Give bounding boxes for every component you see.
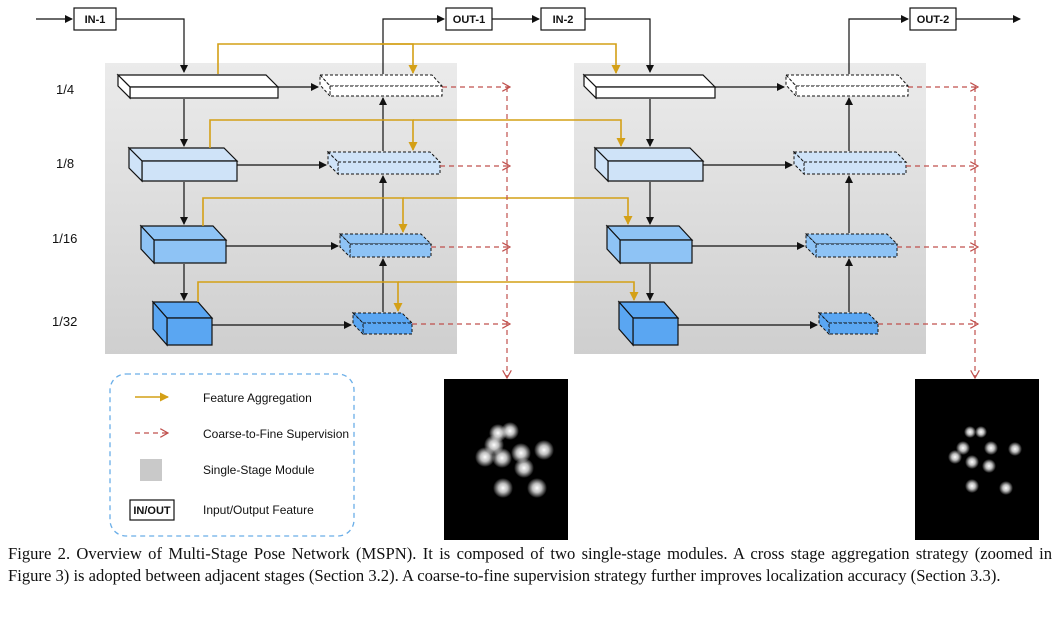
in-1-label: IN-1 — [85, 14, 106, 26]
stage-1-encoder-1-16 — [139, 224, 228, 265]
heatmap-stage-2 — [915, 379, 1039, 540]
stage-1-decoder-1-8 — [326, 150, 442, 176]
out-1-label: OUT-1 — [453, 14, 485, 26]
out-1-box: OUT-1 — [445, 7, 493, 31]
stage-1-flow-arrows — [180, 83, 387, 329]
io-flow-arrows — [36, 15, 1021, 74]
scale-label-1-8: 1/8 — [56, 156, 74, 171]
stage-2-encoder-1-32 — [617, 300, 680, 347]
legend-io-label: Input/Output Feature — [203, 503, 314, 517]
feature-aggregation-arrows — [197, 43, 639, 312]
stage-2-encoder-1-16 — [605, 224, 694, 265]
out-2-label: OUT-2 — [917, 14, 949, 26]
figure-caption: Figure 2. Overview of Multi-Stage Pose N… — [8, 544, 1052, 585]
legend: Feature Aggregation Coarse-to-Fine Super… — [109, 373, 355, 537]
stage-2-flow-arrows — [646, 83, 853, 329]
legend-aggregation-label: Feature Aggregation — [203, 391, 312, 405]
legend-module-label: Single-Stage Module — [203, 463, 315, 477]
legend-supervision-label: Coarse-to-Fine Supervision — [203, 427, 349, 441]
stage-2-decoder-1-32 — [817, 311, 880, 336]
stage-2-encoder-1-4 — [582, 73, 717, 100]
in-1-box: IN-1 — [73, 7, 117, 31]
scale-label-1-32: 1/32 — [52, 314, 77, 329]
stage-1-encoder-1-32 — [151, 300, 214, 347]
heatmap-stage-1 — [444, 379, 568, 540]
stage-1-encoder-1-8 — [127, 146, 239, 183]
legend-io-symbol — [129, 499, 175, 521]
out-2-box: OUT-2 — [909, 7, 957, 31]
stage-1-decoder-1-16 — [338, 232, 433, 259]
mspn-diagram: 1/4 1/8 1/16 1/32 IN-1 OUT-1 IN-2 OUT-2 — [36, 7, 1039, 540]
stage-1-encoder-1-4 — [116, 73, 280, 100]
coarse-to-fine-supervision-arrows — [412, 87, 978, 378]
in-2-label: IN-2 — [553, 14, 574, 26]
stage-1-decoder-1-4 — [318, 73, 444, 98]
stage-2-encoder-1-8 — [593, 146, 705, 183]
stage-2-decoder-1-4 — [784, 73, 910, 98]
in-2-box: IN-2 — [540, 7, 586, 31]
stage-2-decoder-1-8 — [792, 150, 908, 176]
stage-2-decoder-1-16 — [804, 232, 899, 259]
legend-module-symbol — [140, 459, 162, 481]
stage-1-decoder-1-32 — [351, 311, 414, 336]
legend-io-symbol-label: IN/OUT — [133, 505, 171, 517]
scale-label-1-4: 1/4 — [56, 82, 74, 97]
scale-label-1-16: 1/16 — [52, 231, 77, 246]
